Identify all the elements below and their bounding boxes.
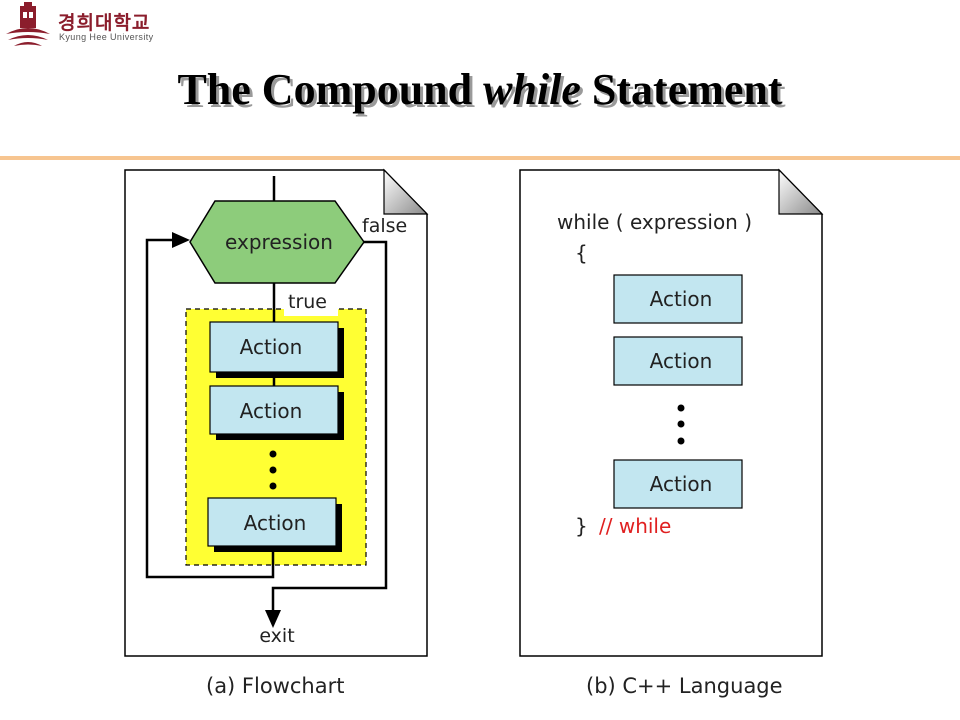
loop-back-line (145, 238, 275, 579)
logo-name-korean: 경희대학교 (58, 12, 151, 34)
university-seal-icon (6, 2, 50, 46)
false-label: false (362, 215, 407, 237)
true-label: true (288, 291, 327, 313)
code-action-3-label: Action (650, 472, 713, 496)
page-fold-corner (778, 168, 824, 215)
code-action-2: Action (613, 336, 743, 386)
condition-hexagon: expression (189, 200, 365, 284)
code-action-3: Action (613, 459, 743, 509)
title-keyword: while (483, 65, 581, 114)
code-ellipsis (677, 404, 685, 445)
university-logo: 경희대학교 Kyung Hee University (0, 0, 180, 52)
code-open-brace: { (575, 241, 588, 265)
code-action-1-label: Action (650, 287, 713, 311)
code-caption: (b) C++ Language (586, 674, 783, 698)
logo-name-english: Kyung Hee University (59, 32, 154, 42)
false-branch-line (271, 240, 388, 610)
flowchart-action-1: Action (209, 321, 344, 378)
condition-label: expression (225, 230, 333, 254)
title-divider (0, 156, 960, 160)
flowchart-action-2-label: Action (240, 399, 303, 423)
code-action-2-label: Action (650, 349, 713, 373)
code-while-comment: // while (599, 514, 671, 538)
true-label-background (284, 290, 338, 316)
exit-label: exit (259, 625, 294, 647)
flowchart-action-2: Action (209, 385, 344, 440)
flowchart-action-3-label: Action (244, 511, 307, 535)
exit-arrowhead (265, 610, 281, 628)
code-close-brace: } (575, 514, 588, 538)
page-fold-corner (383, 168, 429, 215)
flowchart-caption: (a) Flowchart (206, 674, 345, 698)
flowchart-ellipsis (269, 450, 277, 490)
code-while-header: while ( expression ) (557, 210, 752, 234)
title-text-before: The Compound (177, 65, 484, 114)
code-page (519, 168, 824, 657)
loop-back-arrowhead (172, 232, 190, 248)
slide-title: The Compound while Statement (0, 64, 960, 115)
flowchart-action-3: Action (207, 497, 342, 552)
code-action-1: Action (613, 274, 743, 324)
title-text-after: Statement (580, 65, 783, 114)
flowchart-action-1-label: Action (240, 335, 303, 359)
